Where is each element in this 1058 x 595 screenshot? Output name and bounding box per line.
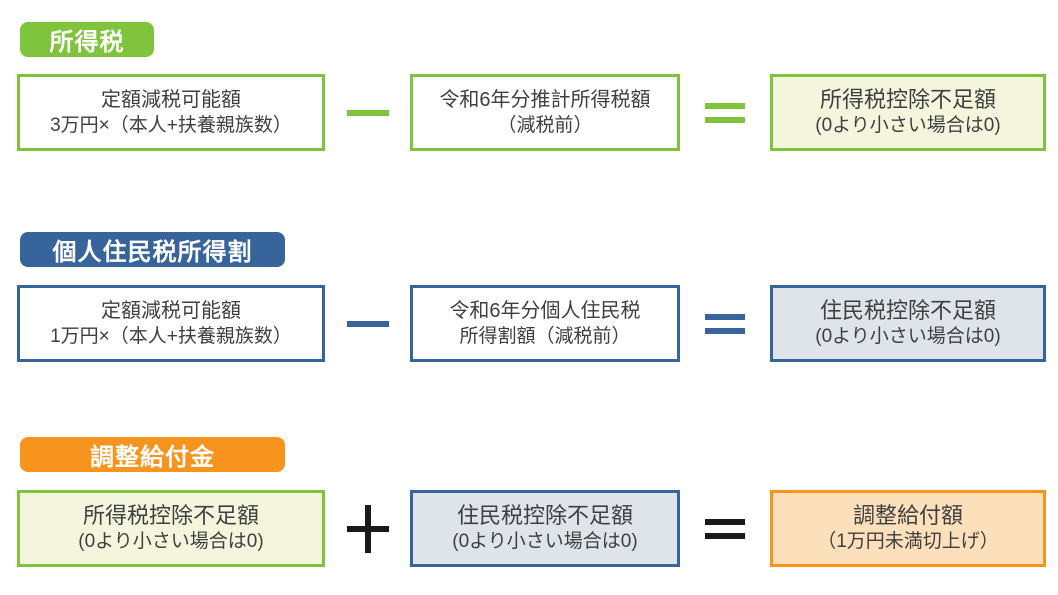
box-line: 令和6年分推計所得税額 [439,88,651,111]
plus-operator [338,490,398,567]
resident-tax-shortfall-input-box: 住民税控除不足額 (0より小さい場合は0) [410,490,680,567]
box-line: 3万円×（本人+扶養親族数） [50,114,292,136]
box-line: 住民税控除不足額 [819,297,996,323]
box-line: （1万円未満切上げ） [817,530,999,552]
minus-icon [347,109,389,116]
equals-icon [705,518,745,539]
plus-icon [347,504,389,553]
resident-tax-badge: 個人住民税所得割 [20,232,285,267]
minus-operator [338,285,398,362]
box-line: (0より小さい場合は0) [452,530,638,552]
box-line: （減税前） [497,114,593,136]
box-line: 定額減税可能額 [101,88,241,111]
resident-tax-shortfall-box: 住民税控除不足額 (0より小さい場合は0) [770,285,1046,362]
income-tax-badge: 所得税 [20,22,154,57]
box-line: (0より小さい場合は0) [78,530,264,552]
income-tax-shortfall-box: 所得税控除不足額 (0より小さい場合は0) [770,74,1046,151]
equals-operator [695,74,755,151]
equals-icon [705,102,745,123]
box-line: (0より小さい場合は0) [815,114,1001,136]
resident-tax-levy-box: 令和6年分個人住民税 所得割額（減税前） [410,285,680,362]
minus-operator [338,74,398,151]
box-line: (0より小さい場合は0) [815,325,1001,347]
adjustment-benefit-badge: 調整給付金 [20,437,285,472]
equals-operator [695,285,755,362]
income-tax-deductible-amount-box: 定額減税可能額 3万円×（本人+扶養親族数） [17,74,325,151]
equals-icon [705,313,745,334]
equals-operator [695,490,755,567]
estimated-income-tax-box: 令和6年分推計所得税額 （減税前） [410,74,680,151]
income-tax-shortfall-input-box: 所得税控除不足額 (0より小さい場合は0) [17,490,325,567]
box-line: 定額減税可能額 [101,299,241,322]
resident-tax-deductible-amount-box: 定額減税可能額 1万円×（本人+扶養親族数） [17,285,325,362]
box-line: 住民税控除不足額 [456,502,633,528]
box-line: 調整給付額 [852,502,963,528]
box-line: 所得税控除不足額 [819,86,996,112]
adjustment-benefit-amount-box: 調整給付額 （1万円未満切上げ） [770,490,1046,567]
box-line: 1万円×（本人+扶養親族数） [50,325,292,347]
minus-icon [347,320,389,327]
box-line: 令和6年分個人住民税 [449,299,641,322]
box-line: 所得税控除不足額 [82,502,259,528]
box-line: 所得割額（減税前） [459,325,631,347]
